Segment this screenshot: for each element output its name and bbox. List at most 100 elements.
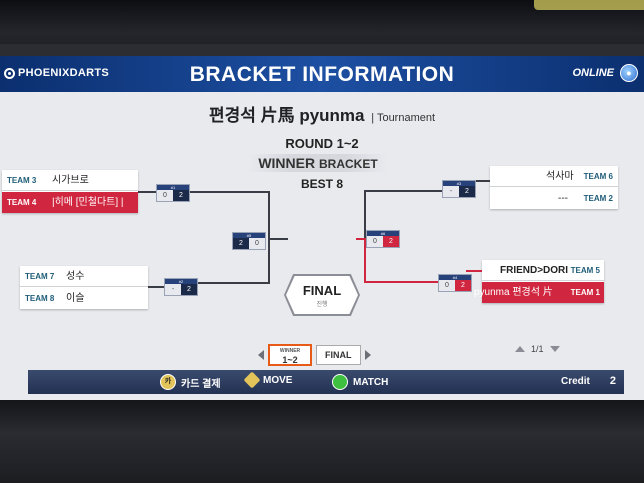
score-b: 2	[181, 284, 197, 295]
page-up-icon[interactable]	[515, 346, 525, 352]
team-label: TEAM 6	[583, 172, 613, 181]
team-name: ---	[558, 193, 568, 204]
match-tag: #6	[367, 231, 399, 237]
team-label: TEAM 3	[7, 176, 37, 185]
team-label: TEAM 4	[7, 198, 37, 207]
tab-final[interactable]: FINAL	[316, 345, 361, 365]
score-b: 2	[173, 190, 189, 201]
logo-text: PHOENIXDARTS	[18, 67, 109, 79]
bracket-word-bracket: BRACKET	[319, 157, 378, 171]
bracket-line-winner	[364, 240, 366, 282]
team-row-team5[interactable]: FRIEND>DORI TEAM 5	[482, 260, 604, 281]
score-box-match1[interactable]: #1 0 2	[156, 184, 190, 202]
score-box-match6[interactable]: #6 0 2	[366, 230, 400, 248]
tournament-name: 편경석 片馬 pyunma	[208, 106, 365, 125]
score-b: 0	[249, 238, 265, 249]
match-tag: #5	[233, 233, 265, 239]
header-bar: PHOENIXDARTS BRACKET INFORMATION ONLINE …	[0, 56, 644, 92]
bracket-line-winner	[356, 238, 368, 240]
tab-small-label: WINNER	[279, 348, 301, 354]
page-number: 1/1	[531, 344, 544, 354]
team-row-team1[interactable]: pyunma 편경석 片 TEAM 1	[474, 282, 604, 303]
round-label: ROUND 1~2	[285, 136, 359, 151]
final-node[interactable]: FINAL 진행	[284, 274, 360, 316]
credit-value: 2	[609, 375, 616, 387]
right-match2-panel[interactable]: FRIEND>DORI TEAM 5 pyunma 편경석 片 TEAM 1	[474, 260, 604, 303]
bracket-line-winner	[364, 281, 438, 283]
match-tag: #2	[165, 279, 197, 285]
bracket-line	[187, 191, 270, 193]
team-row-team8[interactable]: TEAM 8 이슬	[20, 288, 148, 309]
card-payment-label: 카드 결제	[181, 378, 221, 390]
team-row-team3[interactable]: TEAM 3 시가브로	[2, 170, 138, 191]
team-name: 석사마	[546, 171, 574, 182]
bracket-type-label: WINNER BRACKET	[248, 154, 388, 172]
final-status: 진행	[316, 302, 328, 308]
final-hexagon	[286, 276, 358, 314]
team-label: TEAM 2	[583, 194, 613, 203]
score-box-match2[interactable]: #2 - 2	[164, 278, 198, 296]
team-row-team7[interactable]: TEAM 7 성수	[20, 266, 148, 287]
bracket-line	[268, 238, 288, 240]
best-label: BEST 8	[300, 177, 343, 191]
team-row-team6[interactable]: 석사마 TEAM 6	[490, 166, 618, 187]
right-match1-panel[interactable]: 석사마 TEAM 6 --- TEAM 2	[490, 166, 618, 209]
online-status: ONLINE	[572, 67, 614, 79]
card-icon: 카	[160, 374, 176, 390]
team-label: TEAM 8	[25, 294, 55, 303]
bezel-sticker	[534, 0, 644, 10]
move-button[interactable]: MOVE	[243, 371, 293, 389]
phoenixdarts-logo: PHOENIXDARTS	[4, 67, 109, 79]
team-row-team4[interactable]: TEAM 4 |히메 [민철다트] |	[2, 192, 138, 213]
left-match2-panel[interactable]: TEAM 7 성수 TEAM 8 이슬	[20, 266, 148, 309]
nav-left-arrow-icon[interactable]	[258, 350, 264, 360]
row-divider	[482, 280, 604, 281]
match-button[interactable]: MATCH	[332, 374, 388, 390]
row-divider	[20, 286, 148, 287]
monitor-bezel-bottom	[0, 400, 644, 483]
bracket-word-winner: WINNER	[258, 155, 316, 171]
bracket-line-winner	[466, 270, 482, 272]
team-label: TEAM 7	[25, 272, 55, 281]
score-a: -	[443, 186, 459, 197]
bezel-strip	[0, 44, 644, 56]
score-a: 2	[233, 238, 249, 249]
score-box-match3[interactable]: #3 - 2	[442, 180, 476, 198]
green-button-icon	[332, 374, 348, 390]
team-name: 시가브로	[52, 175, 89, 186]
bracket-line	[364, 190, 366, 238]
left-match1-panel[interactable]: TEAM 3 시가브로 TEAM 4 |히메 [민철다트] |	[2, 170, 138, 213]
score-a: 0	[367, 236, 383, 247]
card-payment-button[interactable]: 카 카드 결제	[160, 374, 221, 390]
team-name: |히메 [민철다트] |	[52, 197, 124, 208]
credit-label: Credit	[560, 376, 590, 387]
game-screen: PHOENIXDARTS BRACKET INFORMATION ONLINE …	[0, 56, 644, 400]
team-name: 성수	[66, 271, 85, 282]
score-b: 2	[383, 236, 399, 247]
match-label: MATCH	[353, 376, 389, 388]
credit-display: Credit 2	[561, 375, 616, 387]
row-divider	[490, 186, 618, 187]
team-row-team2[interactable]: --- TEAM 2	[490, 188, 618, 209]
bracket-nav: WINNER 1~2 FINAL	[258, 344, 371, 366]
team-name: pyunma 편경석 片	[474, 287, 553, 298]
bracket-line	[364, 190, 444, 192]
bracket-line	[148, 286, 170, 288]
tournament-suffix: | Tournament	[371, 112, 436, 124]
tab-winner-1-2[interactable]: WINNER 1~2	[268, 344, 312, 366]
score-box-match4[interactable]: #4 0 2	[438, 274, 472, 292]
final-label: FINAL	[302, 283, 342, 298]
match-tag: #4	[439, 275, 471, 281]
bracket-line	[138, 191, 160, 193]
match-tag: #3	[443, 181, 475, 187]
move-label: MOVE	[263, 374, 293, 386]
bracket-line	[470, 180, 490, 182]
page-down-icon[interactable]	[549, 346, 560, 352]
team-name: FRIEND>DORI	[500, 265, 569, 276]
page-title: BRACKET INFORMATION	[189, 63, 455, 86]
phoenix-logo-icon	[4, 67, 15, 79]
team-name: 이슬	[66, 293, 85, 304]
score-box-match5[interactable]: #5 2 0	[232, 232, 266, 250]
score-b: 2	[459, 186, 475, 197]
nav-right-arrow-icon[interactable]	[364, 350, 371, 360]
